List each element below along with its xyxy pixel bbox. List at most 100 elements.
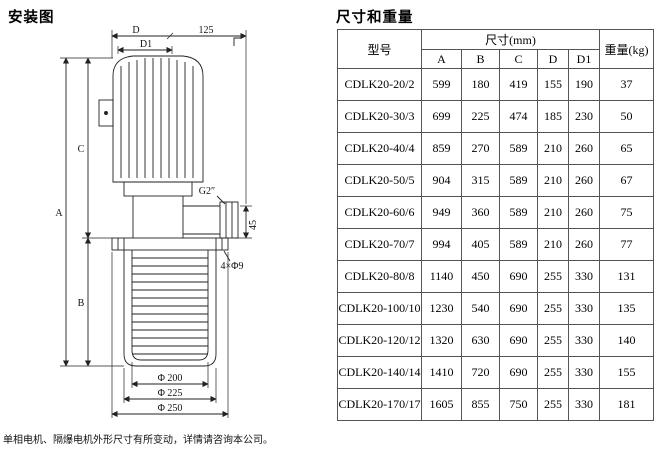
weight-cell: 50 xyxy=(599,100,655,133)
dim-cell: 690 xyxy=(499,356,538,389)
dim-cell: 255 xyxy=(537,356,569,389)
weight-cell: 135 xyxy=(599,292,655,325)
dim-label-45: 45 xyxy=(248,220,259,230)
dim-cell: 360 xyxy=(461,196,500,229)
dim-cell: 260 xyxy=(567,132,601,165)
dim-cell: 255 xyxy=(537,388,569,421)
weight-cell: 181 xyxy=(599,388,655,421)
model-cell: CDLK20-30/3 xyxy=(337,100,422,133)
dim-label-g2: G2″ xyxy=(199,186,215,197)
dimensions-table-section: 尺寸和重量 型号 尺寸(mm) 重量(kg) A B C D D1 xyxy=(334,0,660,452)
dim-cell: 1410 xyxy=(421,356,462,389)
weight-cell: 65 xyxy=(599,132,655,165)
dim-cell: 210 xyxy=(537,164,569,197)
dim-cell: 255 xyxy=(537,260,569,293)
model-cell: CDLK20-120/12 xyxy=(337,324,422,357)
weight-cell: 75 xyxy=(599,196,655,229)
dim-cell: 589 xyxy=(499,164,538,197)
dim-cell: 540 xyxy=(461,292,500,325)
dim-cell: 690 xyxy=(499,324,538,357)
dim-cell: 419 xyxy=(499,68,538,101)
dim-cell: 1605 xyxy=(421,388,462,421)
dim-cell: 699 xyxy=(421,100,462,133)
dim-cell: 690 xyxy=(499,292,538,325)
corner-mark xyxy=(233,37,242,46)
dim-cell: 474 xyxy=(499,100,538,133)
pump-barrel xyxy=(123,250,217,367)
drawing-lines xyxy=(60,30,252,418)
dim-cell: 330 xyxy=(567,388,601,421)
model-cell: CDLK20-170/17 xyxy=(337,388,422,421)
motor xyxy=(98,55,204,183)
model-cell: CDLK20-80/8 xyxy=(337,260,422,293)
dim-cell: 904 xyxy=(421,164,462,197)
dim-cell: 405 xyxy=(461,228,500,261)
dim-cell: 230 xyxy=(567,100,601,133)
dim-cell: 210 xyxy=(537,132,569,165)
dim-cell: 1230 xyxy=(421,292,462,325)
dim-cell: 225 xyxy=(461,100,500,133)
dim-label-phi225: Φ 225 xyxy=(158,388,183,399)
header-row-1: 型号 尺寸(mm) 重量(kg) xyxy=(337,29,655,69)
footnote: 单相电机、隔爆电机外形尺寸有所变动，详情请咨询本公司。 xyxy=(3,435,273,446)
dim-cell: 855 xyxy=(461,388,500,421)
header-row-2: A B C D D1 xyxy=(338,49,654,69)
dim-cell: 255 xyxy=(537,324,569,357)
weight-cell: 140 xyxy=(599,324,655,357)
discharge-port xyxy=(183,201,239,239)
dim-label-phi250: Φ 250 xyxy=(158,403,183,414)
dim-cell: 450 xyxy=(461,260,500,293)
weight-cell: 37 xyxy=(599,68,655,101)
barrel-inner-liner xyxy=(131,250,209,361)
dim-cell: 315 xyxy=(461,164,500,197)
header-col-b: B xyxy=(461,49,500,69)
dim-cell: 210 xyxy=(537,228,569,261)
dim-cell: 185 xyxy=(537,100,569,133)
dim-cell: 260 xyxy=(567,196,601,229)
weight-cell: 77 xyxy=(599,228,655,261)
dim-cell: 949 xyxy=(421,196,462,229)
header-col-c: C xyxy=(499,49,538,69)
dim-cell: 330 xyxy=(567,324,601,357)
installation-diagram-section: 安装图 xyxy=(3,10,273,446)
dim-cell: 690 xyxy=(499,260,538,293)
dim-label-holes: 4×Φ9 xyxy=(221,261,244,272)
header-col-a: A xyxy=(421,49,462,69)
model-cell: CDLK20-20/2 xyxy=(337,68,422,101)
dim-label-d: D xyxy=(132,25,139,36)
model-cell: CDLK20-70/7 xyxy=(337,228,422,261)
dim-cell: 589 xyxy=(499,196,538,229)
weight-cell: 155 xyxy=(599,356,655,389)
header-col-d1: D1 xyxy=(567,49,601,69)
motor-flange xyxy=(123,181,193,238)
dim-cell: 630 xyxy=(461,324,500,357)
dim-cell: 589 xyxy=(499,228,538,261)
dim-cell: 750 xyxy=(499,388,538,421)
model-cell: CDLK20-40/4 xyxy=(337,132,422,165)
dim-cell: 589 xyxy=(499,132,538,165)
model-cell: CDLK20-100/10 xyxy=(337,292,422,325)
barrel-outer-shell xyxy=(123,250,217,367)
weight-cell: 131 xyxy=(599,260,655,293)
g2-leader-line xyxy=(216,195,226,205)
dim-cell: 190 xyxy=(567,68,601,101)
dim-cell: 330 xyxy=(567,292,601,325)
model-cell: CDLK20-140/14 xyxy=(337,356,422,389)
model-cell: CDLK20-60/6 xyxy=(337,196,422,229)
dim-cell: 210 xyxy=(537,196,569,229)
junction-box xyxy=(98,99,114,127)
diagram-title: 安装图 xyxy=(8,10,55,26)
dim-cell: 260 xyxy=(567,164,601,197)
dim-cell: 330 xyxy=(567,356,601,389)
dim-cell: 859 xyxy=(421,132,462,165)
dim-cell: 994 xyxy=(421,228,462,261)
model-cell: CDLK20-50/5 xyxy=(337,164,422,197)
